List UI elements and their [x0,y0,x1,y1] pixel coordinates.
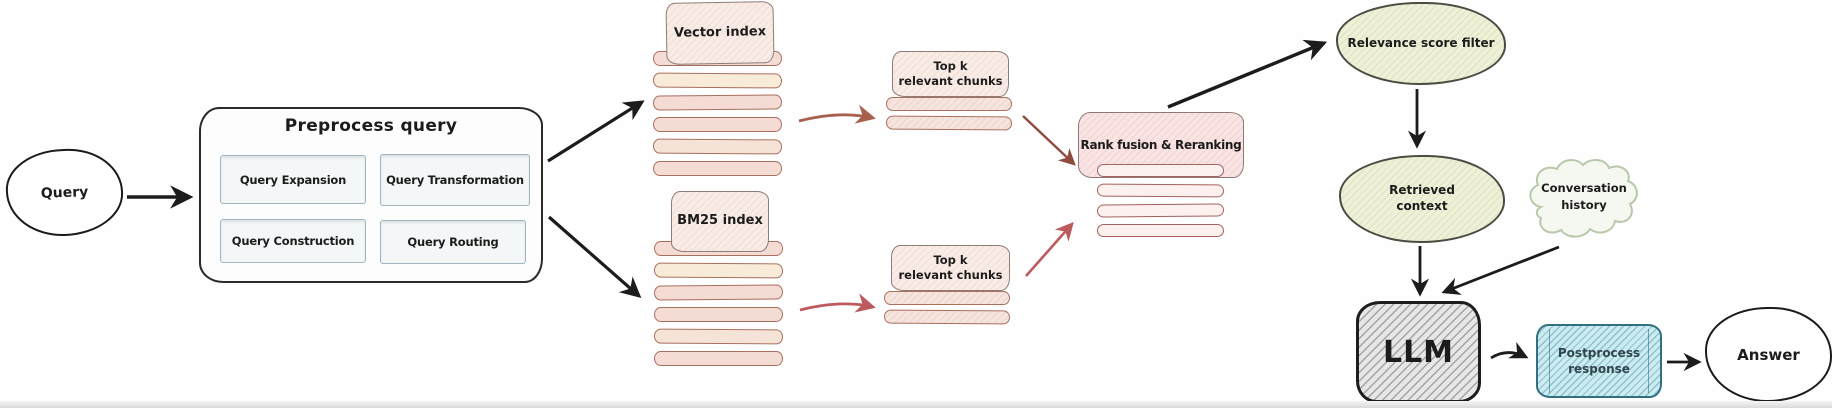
postprocess-line1: Postprocess [1557,345,1641,360]
retrieved-context-line2: context [1396,199,1448,213]
preprocess-query-title: Preprocess query [284,116,458,136]
postprocess-response-node: Postprocess response [1536,324,1662,398]
arrow-vector-index-to-topk [798,104,876,124]
arrow-preprocess-to-vector-index [547,100,645,163]
query-routing-label: Query Routing [407,235,499,249]
query-expansion-box: Query Expansion [220,155,366,204]
query-transformation-label: Query Transformation [386,173,524,187]
stack-bar [653,284,784,301]
conversation-history-label: Conversation history [1536,180,1632,213]
stack-bar [652,94,783,111]
answer-label: Answer [1737,345,1800,364]
vector-index-plaque: Vector index [665,1,775,65]
preprocess-query-group: Preprocess query Query Expansion Query T… [199,107,543,283]
query-construction-box: Query Construction [220,219,366,263]
stack-bar [653,328,784,345]
arrow-llm-to-postprocess [1490,341,1529,360]
bm25-index-plaque: BM25 index [671,191,769,252]
vector-index-stack [652,51,783,176]
topk-vector-line1: Top k [933,59,968,74]
arrow-conversation-history-to-llm [1441,245,1560,295]
stack-bar [1097,164,1224,177]
stack-bar [654,351,783,366]
topk-bm25-stack [883,291,1011,325]
arrow-preprocess-to-bm25-index [547,215,642,299]
stack-bar [653,117,782,132]
postprocess-line2: response [1568,362,1630,376]
query-construction-label: Query Construction [231,234,355,248]
bm25-index-stack [653,241,784,366]
topk-bm25-plaque: Top k relevant chunks [891,245,1010,291]
postprocess-response-label: Postprocess response [1558,345,1640,377]
query-label: Query [40,183,89,202]
stack-bar [1096,183,1225,198]
stack-bar [883,309,1011,325]
relevance-filter-label: Relevance score filter [1347,35,1495,50]
arrow-topk-bm25-to-rank-fusion [1025,221,1074,277]
rank-fusion-label: Rank fusion & Reranking [1080,138,1242,152]
arrow-topk-vector-to-rank-fusion [1022,115,1076,166]
bottom-edge-shade [0,401,1832,408]
query-node: Query [4,146,125,239]
stack-bar [652,72,783,89]
retrieved-context-label: Retrieved context [1389,183,1455,214]
stack-bar [1097,224,1224,237]
vector-index-label: Vector index [673,23,767,41]
retrieved-context-line1: Retrieved [1389,183,1455,198]
stack-bar [653,161,782,176]
topk-bm25-line2: relevant chunks [898,268,1003,282]
topk-vector-stack [885,97,1013,131]
stack-bar [653,262,784,279]
query-expansion-label: Query Expansion [239,172,347,187]
topk-vector-label: Top k relevant chunks [898,59,1002,89]
query-routing-box: Query Routing [380,220,526,264]
stack-bar [884,291,1010,305]
rank-fusion-stack [1096,164,1225,237]
arrow-bm25-index-to-topk [799,293,876,313]
query-transformation-box: Query Transformation [380,154,530,206]
conversation-history-line2: history [1561,197,1607,212]
topk-vector-line2: relevant chunks [898,74,1003,88]
stack-bar [654,307,783,322]
llm-label: LLM [1382,334,1455,370]
topk-bm25-line1: Top k [933,253,968,268]
bm25-index-label: BM25 index [677,213,763,229]
arrow-rank-fusion-to-relevance-filter [1167,39,1328,109]
topk-vector-plaque: Top k relevant chunks [892,51,1009,97]
retrieved-context-node: Retrieved context [1339,155,1505,243]
stack-bar [652,138,783,155]
topk-bm25-label: Top k relevant chunks [898,253,1002,283]
answer-node: Answer [1705,307,1832,402]
stack-bar [1096,203,1225,218]
relevance-filter-node: Relevance score filter [1336,2,1506,85]
conversation-history-line1: Conversation [1541,181,1627,195]
stack-bar [886,97,1012,111]
llm-node: LLM [1356,301,1481,403]
stack-bar [885,115,1013,131]
